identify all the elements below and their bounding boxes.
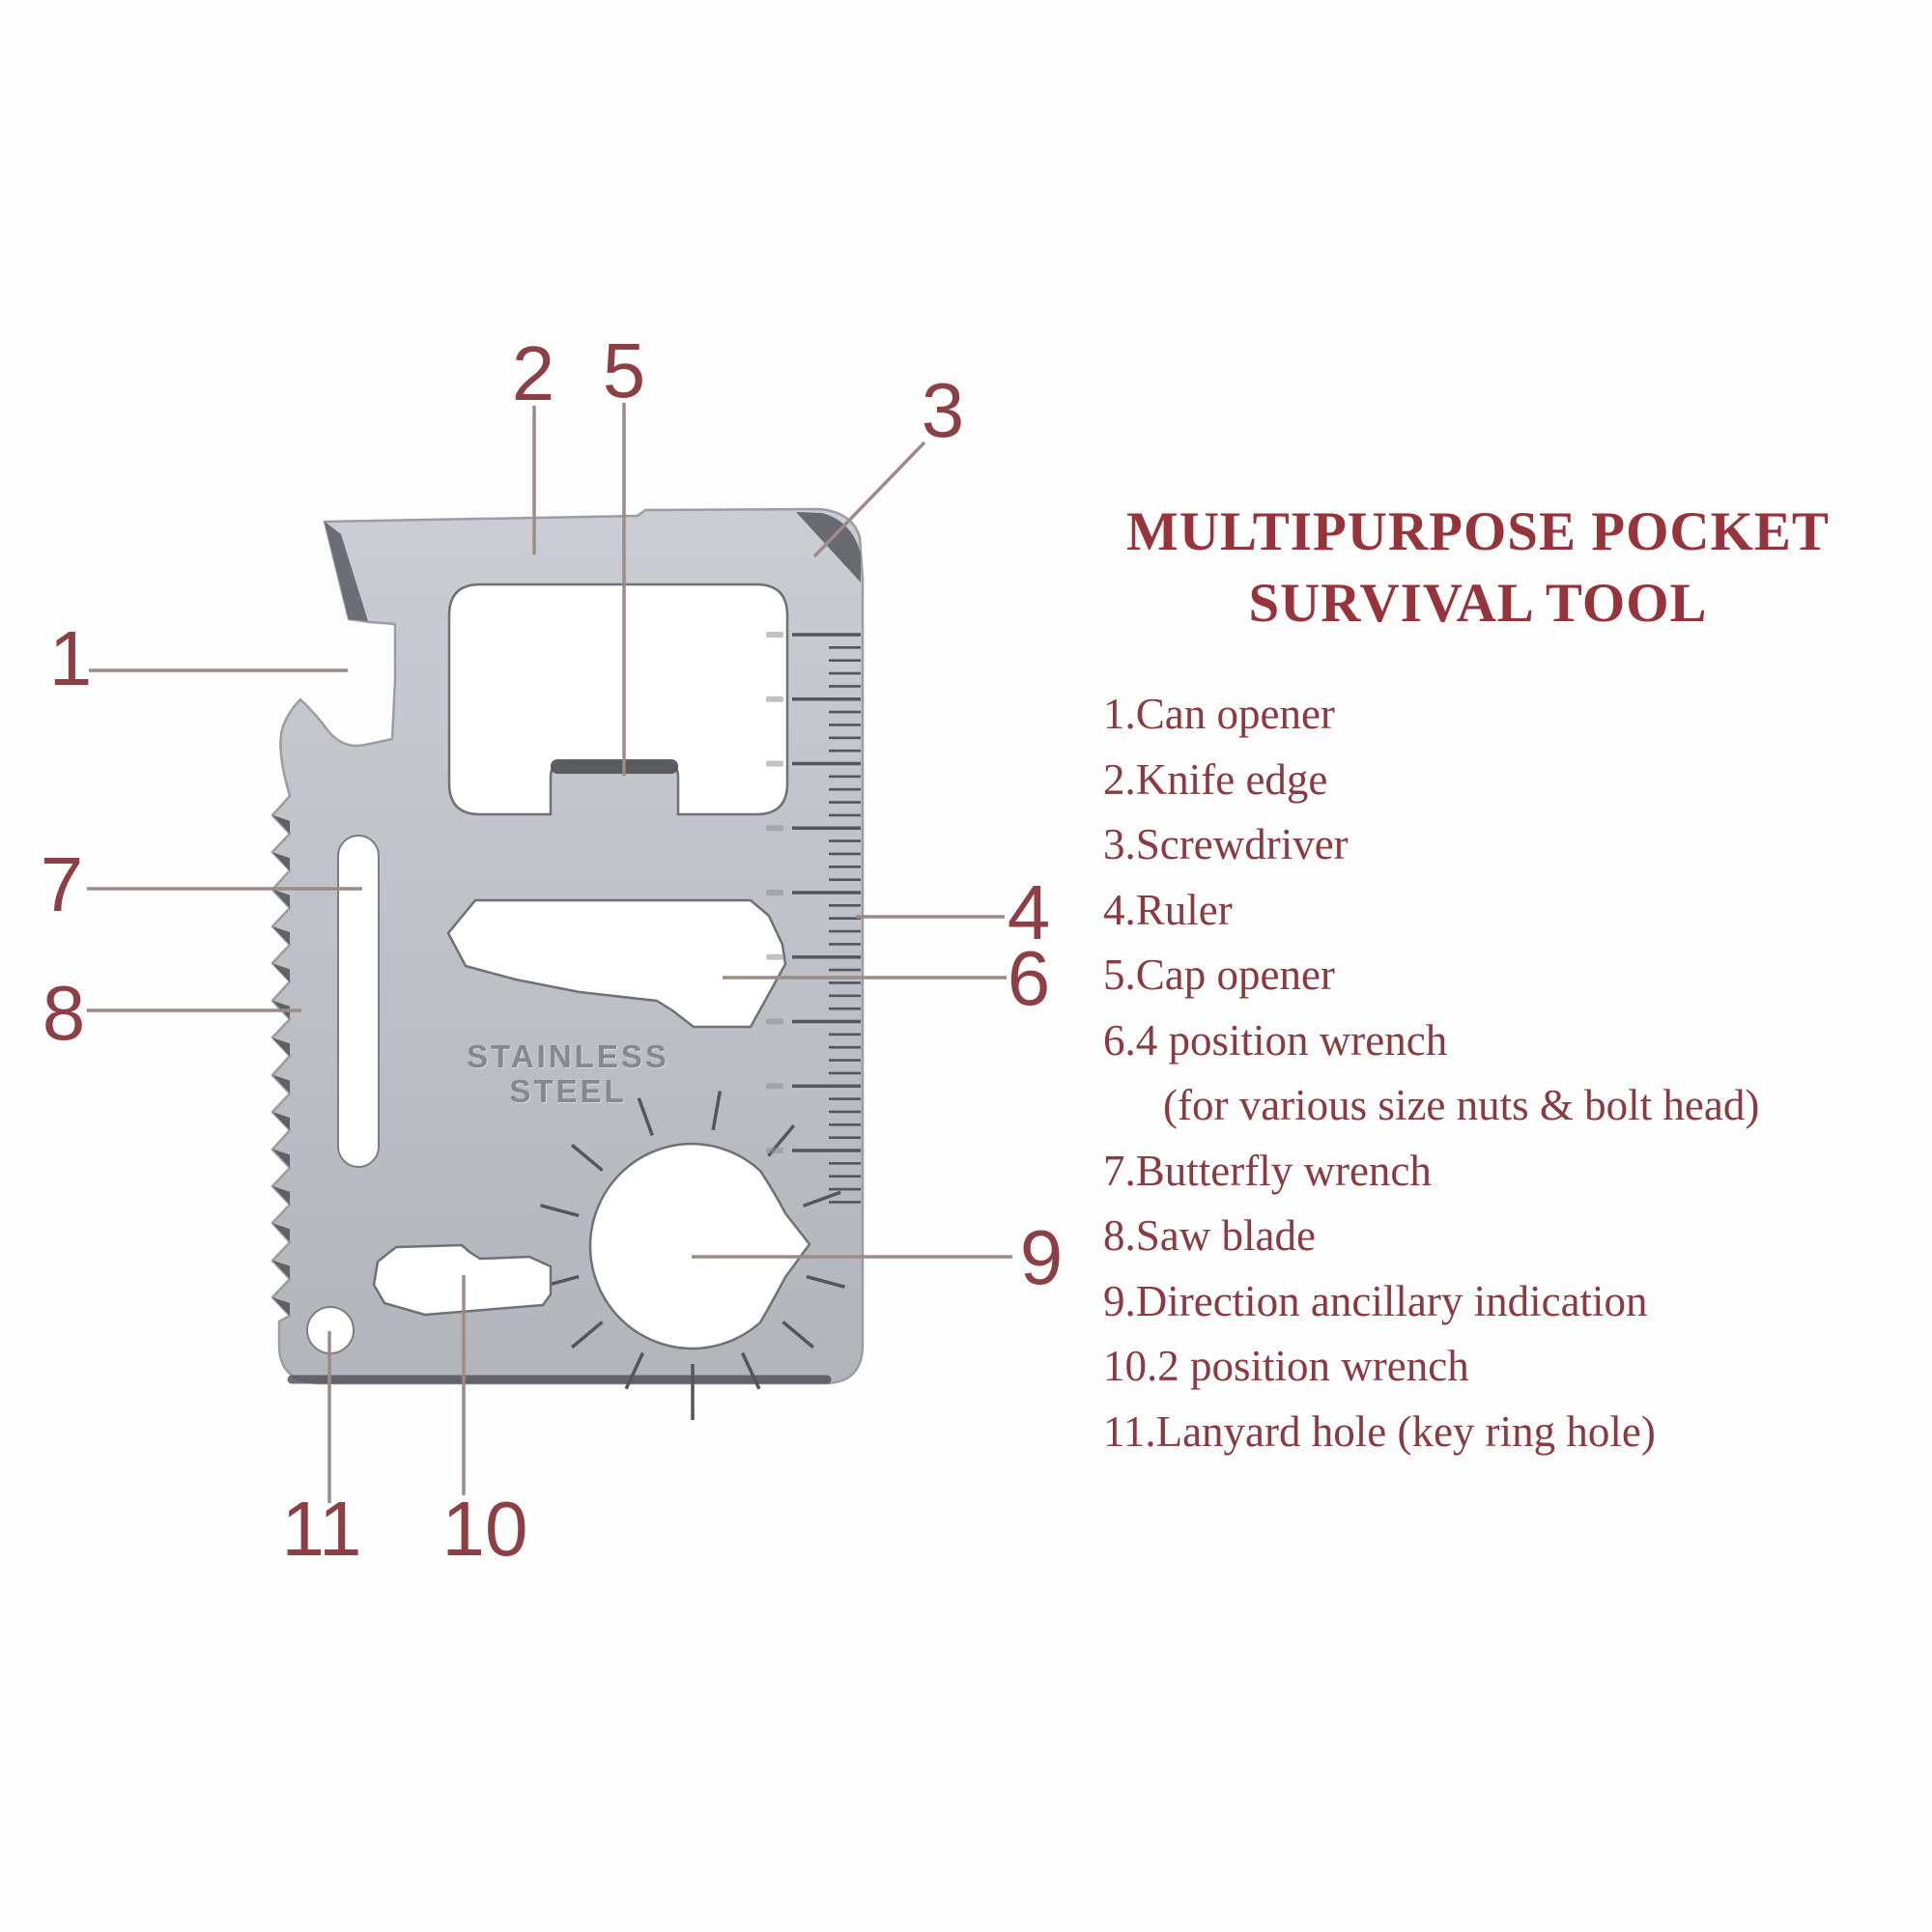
legend-list: 1.Can opener 2.Knife edge 3.Screwdriver …	[1103, 682, 1905, 1464]
callout-number-5: 5	[602, 327, 646, 413]
callout-number-8: 8	[42, 970, 86, 1056]
legend-item-5: 5.Cap opener	[1103, 951, 1335, 999]
saw-teeth-shading	[272, 814, 290, 1316]
cap-opener-tab-edge	[551, 759, 678, 774]
legend-item-6-note: (for various size nuts & bolt head)	[1163, 1081, 1760, 1129]
callout-number-9: 9	[1019, 1214, 1064, 1300]
engraving-stainless-steel: STAINLESS STEEL	[467, 1039, 669, 1109]
legend-item-8: 8.Saw blade	[1103, 1211, 1316, 1260]
callout-number-11: 11	[281, 1486, 362, 1572]
callout-line-3	[812, 440, 926, 558]
legend-item-6: 6.4 position wrench	[1103, 1015, 1448, 1065]
screwdriver-corner-bevel	[796, 512, 861, 582]
legend-item-4: 4.Ruler	[1103, 885, 1233, 934]
legend-item-3: 3.Screwdriver	[1103, 820, 1349, 868]
callout-number-6: 6	[1007, 935, 1051, 1021]
page-title-line1: MULTIPURPOSE POCKET	[1126, 501, 1830, 562]
legend-item-11: 11.Lanyard hole (key ring hole)	[1103, 1406, 1656, 1456]
callout-number-1: 1	[48, 615, 93, 701]
page-title-line2: SURVIVAL TOOL	[1248, 573, 1708, 634]
callout-number-2: 2	[511, 330, 555, 416]
compass-cutout	[588, 1142, 811, 1350]
engraving-line2: STEEL	[509, 1073, 627, 1109]
page-title: MULTIPURPOSE POCKET SURVIVAL TOOL	[1070, 497, 1886, 639]
engraving-line1: STAINLESS	[467, 1038, 669, 1074]
legend-item-1: 1.Can opener	[1103, 690, 1335, 738]
callout-number-10: 10	[441, 1486, 528, 1572]
knife-edge-bevel	[325, 522, 368, 621]
legend-item-7: 7.Butterfly wrench	[1103, 1146, 1432, 1195]
butterfly-wrench-slot	[337, 835, 380, 1168]
callout-number-4: 4	[1007, 869, 1051, 955]
callout-number-3: 3	[921, 367, 965, 453]
callout-number-7: 7	[40, 841, 84, 927]
wrench-4-position-cutout	[446, 898, 787, 1029]
ruler-ticks	[766, 632, 861, 1204]
legend-item-10: 10.2 position wrench	[1103, 1342, 1469, 1390]
legend-item-9: 9.Direction ancillary indication	[1103, 1276, 1648, 1325]
legend-item-2: 2.Knife edge	[1103, 754, 1328, 804]
